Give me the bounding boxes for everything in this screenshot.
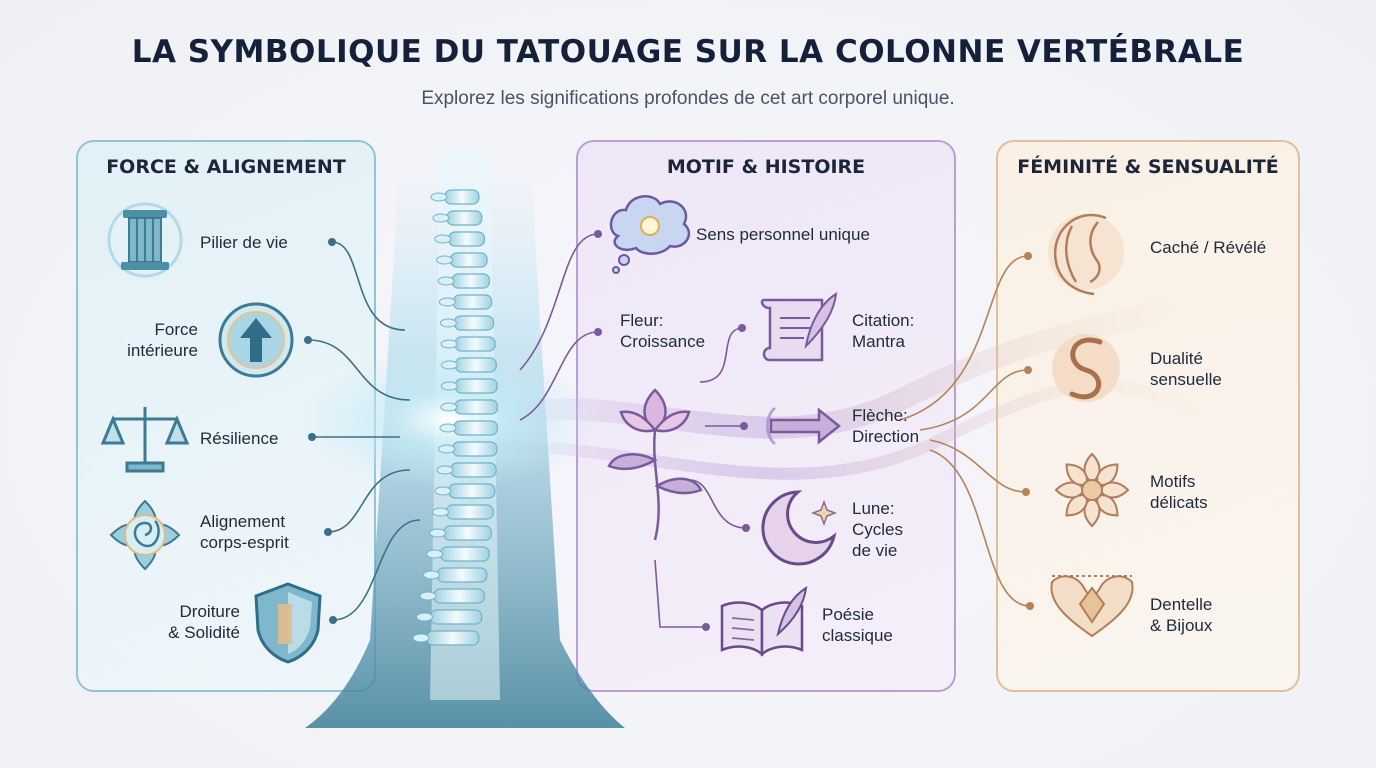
vertebra-process (440, 339, 458, 349)
page-subtitle: Explorez les significations profondes de… (421, 88, 955, 109)
page-title: LA SYMBOLIQUE DU TATOUAGE SUR LA COLONNE… (131, 34, 1245, 70)
label-poesie-classique: Poésie classique (822, 605, 893, 645)
vertebra-process (438, 297, 456, 307)
vertebra-process (434, 486, 452, 496)
vertebra (453, 420, 499, 436)
vertebra-process (439, 423, 457, 433)
vertebra (445, 504, 494, 520)
vertebra-process (434, 234, 452, 244)
label-force-interieure: Force intérieure (127, 320, 198, 360)
vertebra-process (415, 612, 433, 622)
label-dualite-sensuelle: Dualité sensuelle (1150, 349, 1222, 389)
vertebra-process (422, 570, 440, 580)
label-resilience: Résilience (200, 429, 279, 448)
vertebra-process (436, 255, 454, 265)
vertebra-process (440, 402, 458, 412)
vertebra (451, 273, 491, 289)
panel-title: FORCE & ALIGNEMENT (106, 156, 346, 178)
vertebra-process (432, 213, 450, 223)
vertebra (452, 441, 498, 457)
panel-feminite-sensualite: FÉMINITÉ & SENSUALITÉ (996, 140, 1300, 692)
vertebra (454, 378, 498, 394)
vertebra (454, 357, 497, 373)
vertebra (448, 483, 496, 499)
vertebra-process (440, 381, 458, 391)
vertebra-process (429, 528, 447, 538)
vertebra (436, 567, 488, 583)
vertebra (450, 462, 497, 478)
label-dentelle-bijoux: Dentelle & Bijoux (1150, 595, 1213, 635)
vertebra (440, 546, 490, 562)
vertebra (426, 630, 480, 646)
label-fleur-croissance: Fleur: Croissance (620, 311, 706, 351)
vertebra (443, 525, 493, 541)
panel-title: FÉMINITÉ & SENSUALITÉ (1017, 156, 1279, 178)
vertebra-process (439, 318, 457, 328)
vertebra (449, 252, 488, 268)
vertebra-process (440, 360, 458, 370)
label-cache-revele: Caché / Révélé (1150, 238, 1267, 257)
vertebra (429, 609, 483, 625)
label-motifs-delicats: Motifs délicats (1150, 472, 1208, 512)
label-citation-mantra: Citation: Mantra (852, 311, 915, 351)
vertebra (433, 588, 485, 604)
label-pilier-de-vie: Pilier de vie (200, 233, 288, 252)
vertebra (444, 189, 480, 205)
vertebra-process (431, 507, 449, 517)
panel-title: MOTIF & HISTOIRE (666, 156, 866, 178)
vertebra-process (438, 444, 456, 454)
label-droiture-solidite: Droiture & Solidité (168, 602, 240, 642)
vertebra-process (419, 591, 437, 601)
label-fleche-direction: Flèche: Direction (852, 406, 920, 446)
vertebra (453, 315, 495, 331)
vertebra-process (430, 192, 448, 202)
vertebra (454, 399, 499, 415)
vertebra-process (426, 549, 444, 559)
vertebra (454, 336, 496, 352)
vertebra (448, 231, 486, 247)
vertebra (446, 210, 483, 226)
vertebra-process (436, 465, 454, 475)
vertebra (452, 294, 493, 310)
label-lune-cycles: Lune: Cycles de vie (852, 499, 904, 560)
vertebra-process (437, 276, 455, 286)
label-alignement-corps-esprit: Alignement corps-esprit (200, 512, 289, 552)
vertebra-process (412, 633, 430, 643)
label-sens-personnel: Sens personnel unique (696, 225, 870, 244)
